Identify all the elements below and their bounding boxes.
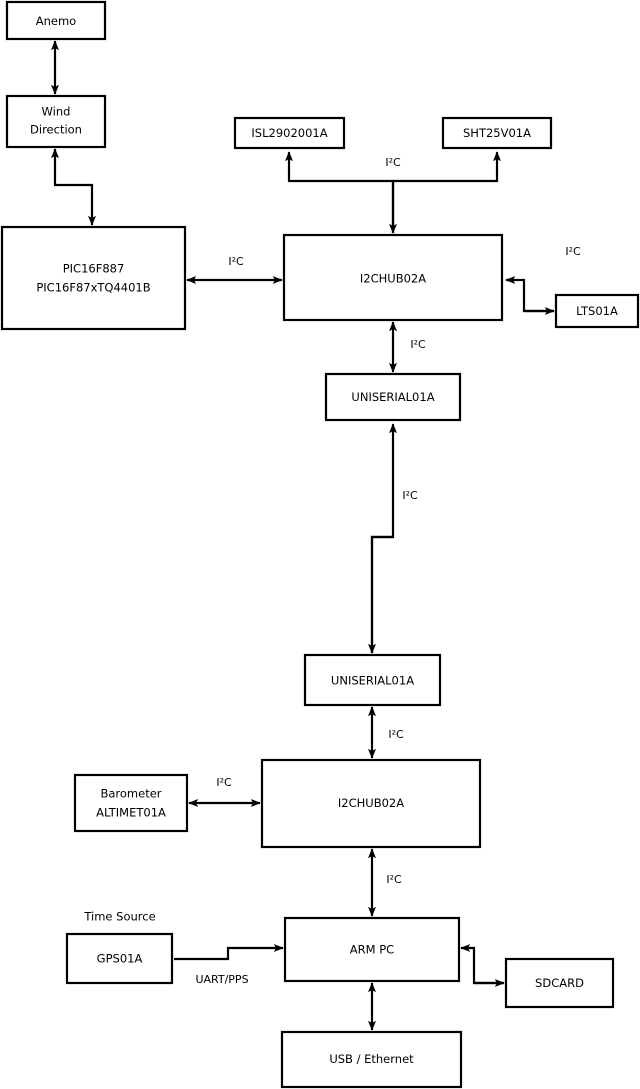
edge-sdcard-armpc-in	[460, 944, 504, 985]
node-pic16f887-label-line1: PIC16F887	[63, 262, 125, 276]
node-i2chub02a-top[interactable]: I2CHUB02A	[282, 233, 504, 322]
node-barometer-altimet01a[interactable]: Barometer ALTIMET01A	[73, 773, 189, 833]
node-wind-direction-box	[5, 94, 107, 149]
edge-label-i2c-barometer-hub2: I²C	[216, 776, 232, 789]
node-gps01a-box	[65, 932, 174, 985]
node-uniserial01a-top-box	[324, 372, 462, 422]
node-pic16f887-label-line2: PIC16F87xTQ4401B	[36, 281, 150, 295]
edge-label-i2c-sensors-bus: I²C	[385, 156, 401, 169]
node-pic16f887[interactable]: PIC16F887 PIC16F87xTQ4401B	[0, 225, 187, 331]
node-lts01a[interactable]: LTS01A	[554, 293, 640, 329]
node-barometer-altimet01a-box	[73, 773, 189, 833]
node-uniserial01a-top[interactable]: UNISERIAL01A	[324, 372, 462, 422]
node-anemo[interactable]: Anemo	[5, 0, 107, 41]
edge-label-i2c-hub-lts: I²C	[565, 245, 581, 258]
node-wind-direction-label-line2: Direction	[30, 123, 82, 137]
node-sdcard[interactable]: SDCARD	[504, 957, 615, 1009]
edge-uniserial-link-up	[370, 423, 397, 653]
node-uniserial01a-top-label: UNISERIAL01A	[351, 390, 434, 404]
node-i2chub02a-bottom-label: I2CHUB02A	[338, 796, 404, 810]
edge-label-i2c-pic-hub: I²C	[228, 255, 244, 268]
node-pic16f887-box	[0, 225, 187, 331]
edge-label-i2c-hub2-armpc: I²C	[386, 873, 402, 886]
node-uniserial01a-bottom-box	[303, 653, 442, 707]
node-isl2902001a[interactable]: ISL2902001A	[233, 116, 346, 150]
edge-hubtop-sht	[393, 151, 501, 183]
node-wind-direction-label-line1: Wind	[42, 105, 71, 119]
node-uniserial01a-bottom-label: UNISERIAL01A	[331, 674, 414, 688]
edge-wind-pic	[51, 148, 96, 226]
node-barometer-label-line1: Barometer	[100, 787, 161, 801]
node-arm-pc-box	[283, 916, 461, 983]
node-isl2902001a-box	[233, 116, 346, 150]
node-anemo-box	[5, 0, 107, 41]
label-time-source: Time Source	[83, 910, 155, 924]
node-i2chub02a-top-box	[282, 233, 504, 322]
node-wind-direction[interactable]: Wind Direction	[5, 94, 107, 149]
node-sdcard-box	[504, 957, 615, 1009]
node-isl2902001a-label: ISL2902001A	[251, 126, 327, 140]
node-sdcard-label: SDCARD	[535, 976, 584, 990]
edge-hubtop-isl	[285, 151, 395, 233]
node-sht25v01a-box	[441, 116, 553, 150]
node-anemo-label: Anemo	[36, 14, 76, 28]
node-usb-ethernet-box	[280, 1030, 463, 1089]
edge-lts-hubtop-in	[505, 276, 554, 313]
node-lts01a-box	[554, 293, 640, 329]
edge-label-i2c-hub-uniserial: I²C	[410, 338, 426, 351]
edge-label-uart-pps: UART/PPS	[195, 973, 248, 986]
node-gps01a[interactable]: GPS01A	[65, 932, 174, 985]
node-usb-ethernet[interactable]: USB / Ethernet	[280, 1030, 463, 1089]
node-i2chub02a-bottom[interactable]: I2CHUB02A	[260, 758, 482, 849]
node-lts01a-label: LTS01A	[576, 304, 618, 318]
node-i2chub02a-top-label: I2CHUB02A	[360, 272, 426, 286]
node-sht25v01a-label: SHT25V01A	[463, 126, 531, 140]
node-sht25v01a[interactable]: SHT25V01A	[441, 116, 553, 150]
edge-gps-armpc	[174, 944, 284, 961]
edge-label-i2c-uniserial-link: I²C	[402, 489, 418, 502]
node-arm-pc-label: ARM PC	[350, 943, 394, 957]
node-gps01a-label: GPS01A	[97, 952, 143, 966]
edge-label-i2c-uniserial-hub2: I²C	[388, 728, 404, 741]
node-usb-ethernet-label: USB / Ethernet	[329, 1052, 414, 1066]
node-i2chub02a-bottom-box	[260, 758, 482, 849]
node-arm-pc[interactable]: ARM PC	[283, 916, 461, 983]
edge-uniserial-link-down	[368, 535, 393, 654]
node-barometer-label-line2: ALTIMET01A	[96, 806, 166, 820]
node-uniserial01a-bottom[interactable]: UNISERIAL01A	[303, 653, 442, 707]
